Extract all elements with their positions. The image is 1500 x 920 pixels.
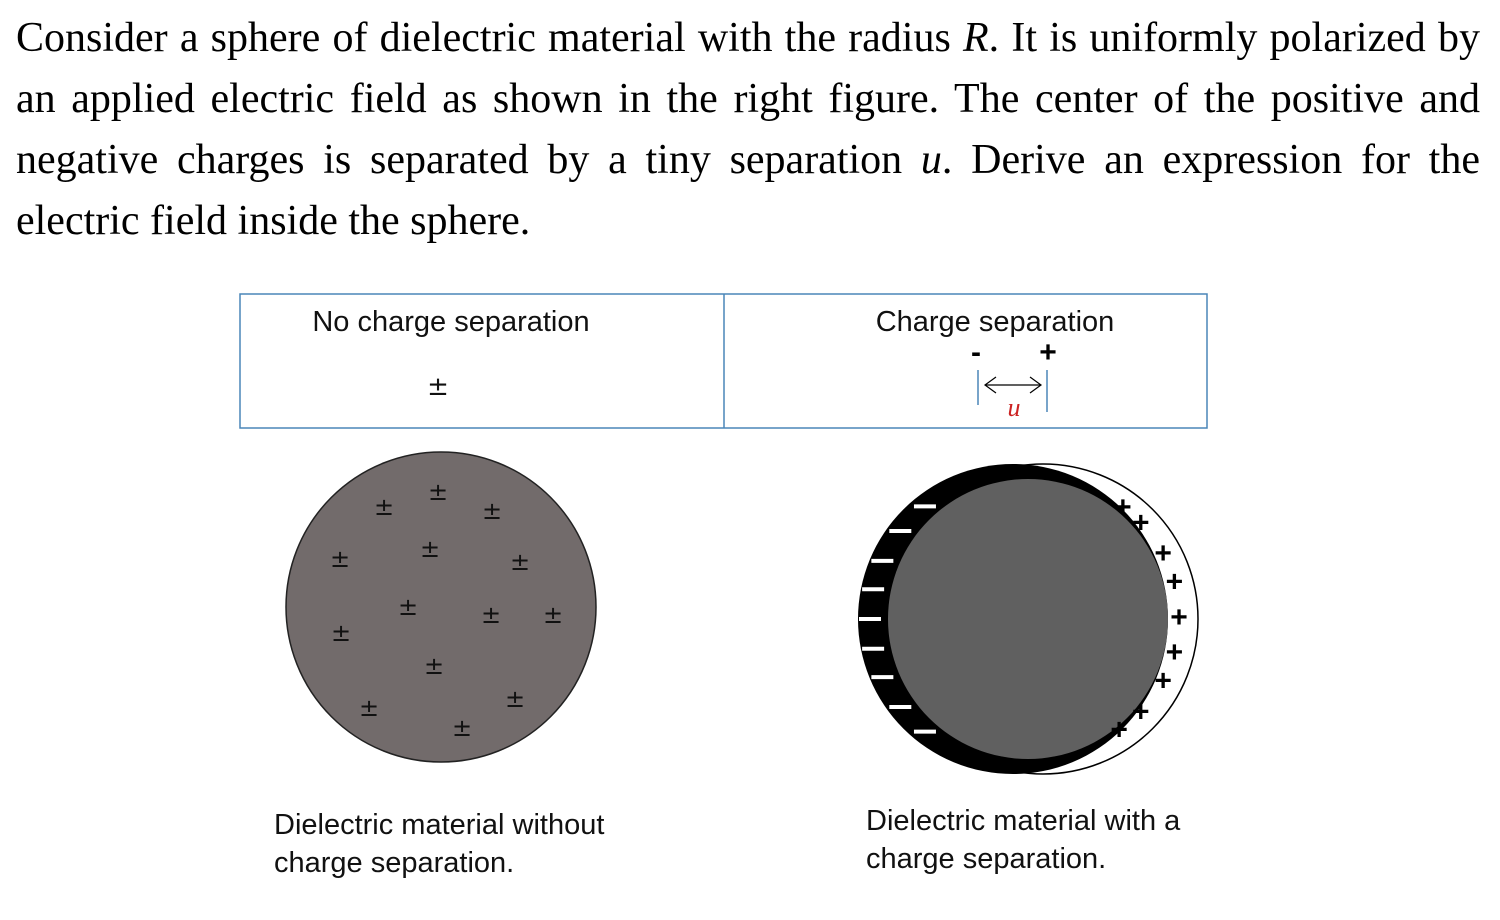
problem-text-1: Consider a sphere of dielectric material… xyxy=(16,15,951,61)
neutral-charge-symbol: ± xyxy=(428,478,448,506)
neutral-charge-symbol: ± xyxy=(359,694,379,722)
neutral-sphere xyxy=(285,451,597,763)
positive-charge-mark: + xyxy=(1114,491,1132,524)
positive-charge-mark: + xyxy=(1110,714,1128,747)
separation-indicator xyxy=(977,370,1048,412)
problem-statement: Consider a sphere of dielectric material… xyxy=(16,8,1480,252)
header-neutral-symbol: ± xyxy=(427,372,449,402)
positive-charges: +++++++++ xyxy=(1110,491,1187,747)
positive-charge-mark: + xyxy=(1166,566,1184,599)
left-header: No charge separation xyxy=(312,306,589,338)
neutral-charge-symbol: ± xyxy=(482,497,502,525)
neutral-charge-symbol: ± xyxy=(330,545,350,573)
neutral-charges: ± ± ± ± ± ± ± ± ± ± ± ± ± ± xyxy=(330,478,563,742)
problem-text-2: . It is uniformly polarized by an applie… xyxy=(16,15,1480,183)
header-minus-symbol: - xyxy=(971,336,981,369)
positive-charge-mark: + xyxy=(1170,601,1188,634)
right-caption-line1: Dielectric material with a xyxy=(866,805,1181,837)
neutral-charge-symbol: ± xyxy=(543,601,563,629)
neutral-charge-symbol: ± xyxy=(481,601,501,629)
separation-variable: u xyxy=(920,137,942,183)
neutral-charge-symbol: ± xyxy=(424,652,444,680)
positive-charge-mark: + xyxy=(1154,665,1172,698)
right-caption: Dielectric material with a charge separa… xyxy=(866,802,1180,878)
radius-variable: R xyxy=(963,15,989,61)
header-plus-symbol: + xyxy=(1039,336,1057,369)
neutral-charge-symbol: ± xyxy=(452,714,472,742)
neutral-charge-symbol: ± xyxy=(331,619,351,647)
neutral-charge-symbol: ± xyxy=(398,593,418,621)
positive-charge-mark: + xyxy=(1132,695,1150,728)
positive-charge-mark: + xyxy=(1166,636,1184,669)
positive-charge-mark: + xyxy=(1132,506,1150,539)
neutral-charge-symbol: ± xyxy=(420,535,440,563)
right-header: Charge separation xyxy=(876,306,1115,338)
right-caption-line2: charge separation. xyxy=(866,843,1107,875)
shifted-sphere xyxy=(888,479,1168,759)
neutral-charge-symbol: ± xyxy=(374,493,394,521)
neutral-charge-symbol: ± xyxy=(505,685,525,713)
problem-text-3: . Derive an expression for the electric … xyxy=(16,137,1480,244)
left-caption-line2: charge separation. xyxy=(274,847,515,879)
left-caption-line1: Dielectric material without xyxy=(274,809,605,841)
neutral-charge-symbol: ± xyxy=(510,548,530,576)
left-caption: Dielectric material without charge separ… xyxy=(274,806,604,882)
positive-charge-mark: + xyxy=(1154,537,1172,570)
separation-label: u xyxy=(1008,393,1021,422)
negative-charges xyxy=(859,504,936,734)
